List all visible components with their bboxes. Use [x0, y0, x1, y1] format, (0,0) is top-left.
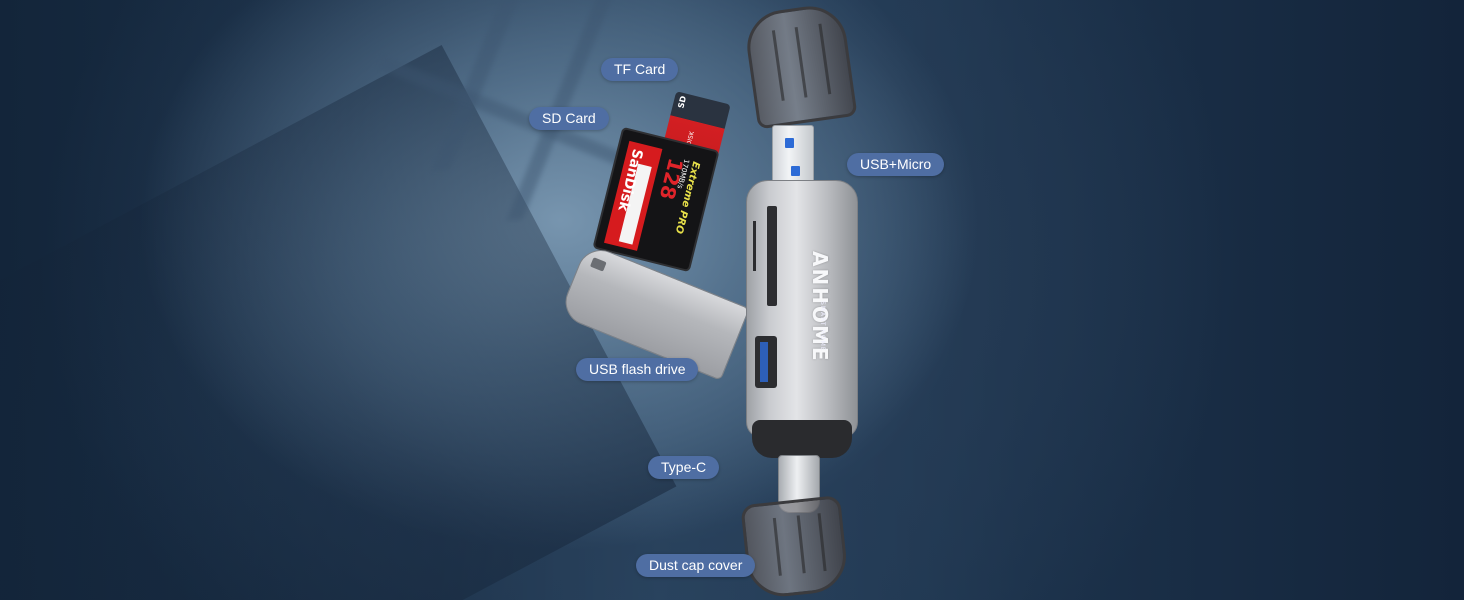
- brand-sub: SMART HOME: [819, 301, 826, 352]
- card-reader-body: ANHOME SMART HOME: [746, 180, 858, 438]
- dust-cap-bottom: [740, 495, 850, 600]
- usb-port: [755, 336, 777, 388]
- tf-card-logo: SD: [676, 95, 689, 110]
- label-tf-card: TF Card: [601, 58, 679, 81]
- tf-slot: [753, 221, 756, 271]
- label-usb-micro: USB+Micro: [847, 153, 945, 176]
- label-sd-card: SD Card: [529, 107, 609, 130]
- label-dust-cap-cover: Dust cap cover: [636, 554, 756, 577]
- brand-logo: ANHOME: [808, 251, 832, 363]
- reader-base: [752, 420, 852, 458]
- dust-cap-top: [742, 1, 858, 130]
- sd-slot: [767, 206, 777, 306]
- keyring-hole: [589, 257, 607, 272]
- label-usb-flash-drive: USB flash drive: [576, 358, 699, 381]
- label-type-c: Type-C: [648, 456, 720, 479]
